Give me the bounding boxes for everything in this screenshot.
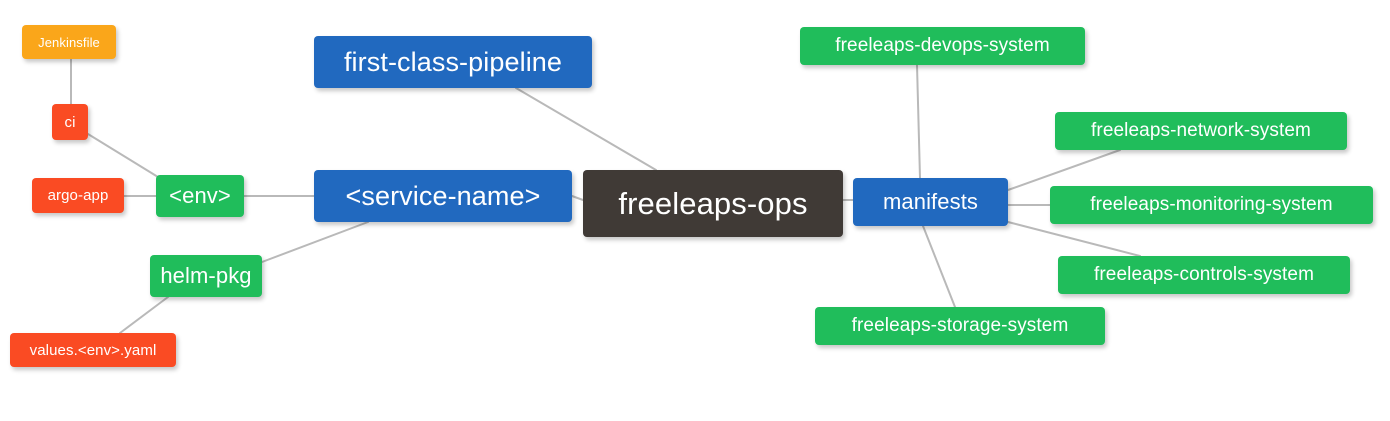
edge-service-name-to-helm-pkg	[261, 221, 369, 263]
edge-manifests-to-freeleaps-devops-system	[916, 64, 921, 179]
mindmap-node-freeleaps-monitoring-system[interactable]: freeleaps-monitoring-system	[1050, 186, 1373, 224]
mindmap-node-freeleaps-ops[interactable]: freeleaps-ops	[583, 170, 843, 237]
edge-service-name-to-freeleaps-ops	[571, 195, 584, 201]
mindmap-node-values-env-yaml[interactable]: values.<env>.yaml	[10, 333, 176, 367]
edge-helm-pkg-to-values-env-yaml	[119, 296, 169, 334]
mindmap-node-argo-app[interactable]: argo-app	[32, 178, 124, 213]
mindmap-node-ci[interactable]: ci	[52, 104, 88, 140]
mindmap-node-jenkinsfile[interactable]: Jenkinsfile	[22, 25, 116, 59]
mindmap-node-freeleaps-devops-system[interactable]: freeleaps-devops-system	[800, 27, 1085, 65]
mindmap-node-freeleaps-controls-system[interactable]: freeleaps-controls-system	[1058, 256, 1350, 294]
mindmap-node-first-class-pipeline[interactable]: first-class-pipeline	[314, 36, 592, 88]
edge-ci-to-env	[87, 133, 159, 178]
mindmap-node-service-name[interactable]: <service-name>	[314, 170, 572, 222]
edge-manifests-to-freeleaps-network-system	[1007, 149, 1121, 191]
edge-manifests-to-freeleaps-storage-system	[922, 225, 956, 308]
mindmap-node-freeleaps-storage-system[interactable]: freeleaps-storage-system	[815, 307, 1105, 345]
mindmap-node-freeleaps-network-system[interactable]: freeleaps-network-system	[1055, 112, 1347, 150]
mindmap-node-env[interactable]: <env>	[156, 175, 244, 217]
mindmap-node-helm-pkg[interactable]: helm-pkg	[150, 255, 262, 297]
mindmap-node-manifests[interactable]: manifests	[853, 178, 1008, 226]
edge-first-class-pipeline-to-freeleaps-ops	[515, 87, 657, 171]
edge-manifests-to-freeleaps-controls-system	[1007, 221, 1141, 257]
